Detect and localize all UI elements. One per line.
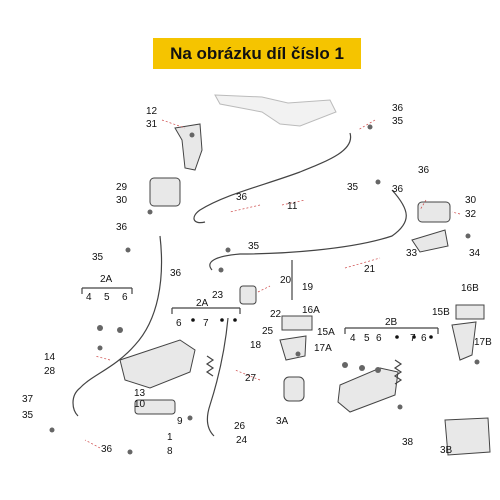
group-brackets [81,260,439,334]
label-2A: 2A [196,298,209,309]
spring-right [393,359,403,385]
label-11: 11 [287,201,298,212]
label-6: 6 [421,333,427,344]
label-13: 13 [134,388,146,399]
bracket-33 [411,229,449,253]
label-22: 22 [270,309,282,320]
label-26: 26 [234,421,246,432]
label-35: 35 [92,252,104,263]
label-6: 6 [176,318,182,329]
brake-pipe-21 [209,189,407,271]
label-36: 36 [418,165,430,176]
label-12: 12 [146,106,158,117]
label-34: 34 [469,248,481,259]
label-35: 35 [347,182,359,193]
label-15A: 15A [317,327,335,338]
label-17B: 17B [474,337,492,348]
label-24: 24 [236,435,248,446]
label-36: 36 [236,192,248,203]
label-27: 27 [245,373,257,384]
label-33: 33 [406,248,418,259]
lever-15B [451,321,477,361]
spring-left [205,355,215,377]
fasteners [49,124,480,455]
pedal-assembly-right [337,367,399,413]
part-number-banner: Na obrázku díl číslo 1 [153,38,361,69]
label-19: 19 [302,282,314,293]
master-cylinder-1 [134,399,176,415]
bracket-31 [174,123,203,171]
label-2B: 2B [385,317,398,328]
label-30: 30 [465,195,477,206]
label-36: 36 [101,444,113,455]
label-7: 7 [410,333,416,344]
label-9: 9 [177,416,183,427]
pedal-assembly-left [119,339,196,389]
label-31: 31 [146,119,158,130]
label-37: 37 [22,394,34,405]
pedal-rubber-3B [444,417,491,456]
label-29: 29 [116,182,128,193]
label-35: 35 [392,116,404,127]
label-21: 21 [364,264,376,275]
brake-pipe-24 [206,317,229,437]
label-5: 5 [104,292,110,303]
label-23: 23 [212,290,224,301]
label-6: 6 [376,333,382,344]
label-14: 14 [44,352,56,363]
label-2A: 2A [100,274,113,285]
handlebar-lever-outline [214,94,337,127]
label-17A: 17A [314,343,332,354]
label-15B: 15B [432,307,450,318]
label-25: 25 [262,326,274,337]
label-4: 4 [86,292,92,303]
distributor-block-29 [149,177,181,207]
label-38: 38 [402,437,414,448]
callout-labels: 12 31 36 35 29 30 36 11 36 35 30 32 36 3… [22,103,492,457]
label-36: 36 [170,268,182,279]
label-36: 36 [392,184,404,195]
pedal-pad-16B [455,304,485,320]
pedal-rubber-3A [283,376,305,402]
reservoir-20 [239,285,257,305]
label-8: 8 [167,446,173,457]
label-10: 10 [134,399,146,410]
group-markers [191,318,433,339]
label-35: 35 [22,410,34,421]
label-32: 32 [465,209,477,220]
label-16B: 16B [461,283,479,294]
label-36: 36 [392,103,404,114]
label-6: 6 [122,292,128,303]
label-20: 20 [280,275,292,286]
label-1: 1 [167,432,173,443]
label-7: 7 [203,318,209,329]
label-3A: 3A [276,416,289,427]
lever-15A [279,335,307,361]
label-35: 35 [248,241,260,252]
brake-pipe-28 [72,235,163,417]
label-4: 4 [350,333,356,344]
leader-lines [84,119,461,449]
label-36: 36 [116,222,128,233]
label-18: 18 [250,340,262,351]
label-5: 5 [364,333,370,344]
caliper-32 [417,201,451,223]
label-16A: 16A [302,305,320,316]
label-30: 30 [116,195,128,206]
pedal-pad-16A [281,315,313,331]
label-3B: 3B [440,445,453,456]
brake-pipe-11 [193,132,352,224]
label-28: 28 [44,366,56,377]
